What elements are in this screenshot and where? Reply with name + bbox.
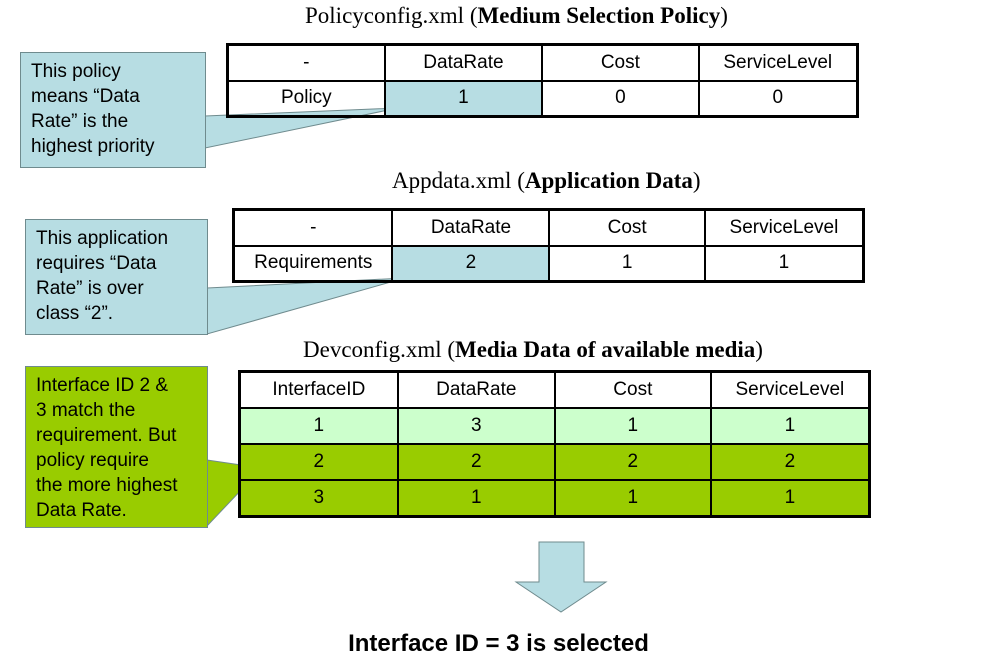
table-cell: 1: [238, 407, 399, 445]
appdata-callout: This application requires “Data Rate” is…: [25, 219, 208, 335]
table-cell: 2: [238, 442, 399, 481]
header-cell: DataRate: [391, 208, 551, 247]
table-cell: 1: [703, 244, 865, 283]
header-cell: ServiceLevel: [697, 43, 859, 82]
devconfig-title: Devconfig.xml (Media Data of available m…: [303, 337, 763, 362]
table-cell: 2: [553, 442, 712, 481]
policy-table-header: - DataRate Cost ServiceLevel: [226, 43, 859, 82]
highlighted-cell: 1: [383, 79, 544, 118]
appdata-table-row: Requirements 2 1 1: [232, 244, 865, 283]
down-arrow: [514, 541, 608, 613]
header-cell: ServiceLevel: [709, 370, 871, 410]
appdata-table-header: - DataRate Cost ServiceLevel: [232, 208, 865, 247]
table-row: 2 2 2 2: [238, 442, 871, 481]
selection-result: Interface ID = 3 is selected: [348, 630, 649, 657]
policy-table: - DataRate Cost ServiceLevel Policy 1 0 …: [226, 43, 859, 118]
policy-callout-text: This policy means “Data Rate” is the hig…: [31, 61, 155, 157]
highlighted-cell: 2: [391, 244, 551, 283]
appdata-table: - DataRate Cost ServiceLevel Requirement…: [232, 208, 865, 283]
header-cell: Cost: [541, 43, 700, 82]
devconfig-callout-text: Interface ID 2 & 3 match the requirement…: [36, 375, 178, 521]
header-cell: Cost: [548, 208, 706, 247]
appdata-callout-text: This application requires “Data Rate” is…: [36, 228, 169, 324]
table-cell: 1: [553, 478, 712, 518]
devconfig-table: InterfaceID DataRate Cost ServiceLevel 1…: [238, 370, 871, 518]
header-cell: DataRate: [396, 370, 556, 410]
table-cell: 1: [553, 407, 712, 445]
table-cell: 2: [709, 442, 871, 481]
table-row: 3 1 1 1: [238, 478, 871, 518]
header-cell: -: [232, 208, 394, 247]
devconfig-table-header: InterfaceID DataRate Cost ServiceLevel: [238, 370, 871, 410]
devconfig-callout: Interface ID 2 & 3 match the requirement…: [25, 366, 208, 528]
policy-callout: This policy means “Data Rate” is the hig…: [20, 52, 206, 168]
header-cell: DataRate: [383, 43, 544, 82]
table-cell: 1: [548, 244, 706, 283]
header-cell: ServiceLevel: [703, 208, 865, 247]
header-cell: InterfaceID: [238, 370, 399, 410]
policy-table-row: Policy 1 0 0: [226, 79, 859, 118]
table-cell: 3: [396, 407, 556, 445]
appdata-title: Appdata.xml (Application Data): [392, 168, 701, 193]
table-cell: 3: [238, 478, 399, 518]
row-label: Policy: [226, 79, 386, 118]
table-cell: 0: [697, 79, 859, 118]
policy-title: Policyconfig.xml (Medium Selection Polic…: [305, 3, 728, 28]
table-cell: 1: [396, 478, 556, 518]
table-cell: 0: [541, 79, 700, 118]
header-cell: -: [226, 43, 386, 82]
header-cell: Cost: [553, 370, 712, 410]
row-label: Requirements: [232, 244, 394, 283]
table-row: 1 3 1 1: [238, 407, 871, 445]
table-cell: 2: [396, 442, 556, 481]
table-cell: 1: [709, 478, 871, 518]
table-cell: 1: [709, 407, 871, 445]
